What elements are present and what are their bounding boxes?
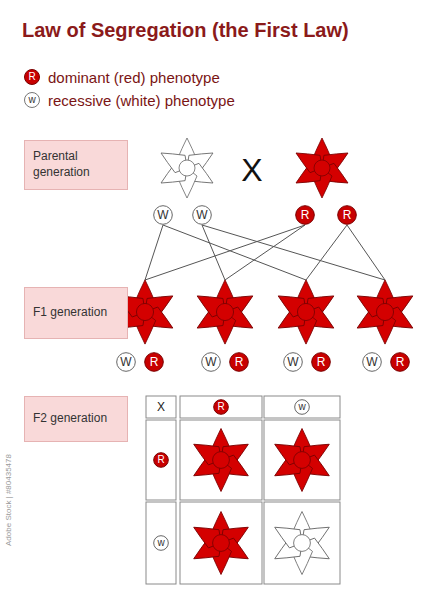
diagram-title: Law of Segregation (the First Law) <box>22 20 349 40</box>
inheritance-line <box>306 225 347 280</box>
grid-cell <box>180 502 262 584</box>
allele-circle: R <box>153 452 169 468</box>
red-flower <box>188 429 253 492</box>
allele-letter: R <box>157 455 164 465</box>
grid-cell <box>146 502 176 584</box>
allele-letter: W <box>366 356 377 368</box>
legend-text: recessive (white) phenotype <box>48 92 235 109</box>
allele-circle-shape <box>312 353 331 372</box>
allele-letter: R <box>343 209 352 221</box>
generation-box: F2 generation <box>24 396 128 442</box>
inheritance-line <box>145 225 305 280</box>
inheritance-line <box>163 225 306 280</box>
legend-letter: w <box>28 95 35 105</box>
allele-circle: w <box>294 399 310 415</box>
allele-letter: W <box>157 209 168 221</box>
allele-circle: w <box>153 535 169 551</box>
red-flower <box>352 280 418 344</box>
allele-circle-shape <box>202 353 221 372</box>
grid-cell <box>146 420 176 500</box>
legend-letter: R <box>28 72 35 82</box>
inheritance-lines <box>145 225 385 280</box>
allele-circle-shape <box>154 536 169 551</box>
inheritance-line <box>347 225 385 280</box>
grid-cell <box>264 502 340 584</box>
allele-letter: R <box>235 356 244 368</box>
allele-circle-shape <box>391 353 410 372</box>
allele-circle: R <box>229 352 249 372</box>
allele-circle: R <box>337 205 357 225</box>
grid-cell <box>264 420 340 500</box>
generation-label: F2 generation <box>33 411 107 427</box>
allele-letter: R <box>217 402 224 412</box>
allele-letter: R <box>317 356 326 368</box>
legend-row: recessive (white) phenotype <box>24 92 235 108</box>
white-flower <box>156 138 218 198</box>
allele-circle-shape <box>214 400 229 415</box>
generation-box: F1 generation <box>24 287 128 339</box>
allele-circle: W <box>362 352 382 372</box>
inheritance-line <box>202 225 385 280</box>
allele-circle-shape <box>145 353 164 372</box>
allele-circle-shape <box>284 353 303 372</box>
allele-circle-shape <box>338 206 357 225</box>
generation-label: F1 generation <box>33 305 107 321</box>
allele-circle: W <box>192 205 212 225</box>
cross-sign: X <box>157 401 165 413</box>
red-flower <box>273 280 339 344</box>
allele-circle-shape <box>154 453 169 468</box>
allele-circle: R <box>390 352 410 372</box>
allele-letter: R <box>301 209 310 221</box>
allele-letter: W <box>287 356 298 368</box>
generation-label: Parental generation <box>33 149 119 180</box>
allele-circle: W <box>153 205 173 225</box>
allele-letter: w <box>157 538 164 548</box>
watermark: Adobe Stock | #80435478 <box>5 454 13 546</box>
red-flower <box>269 429 334 492</box>
allele-circle-shape <box>363 353 382 372</box>
legend-swatch <box>25 70 40 85</box>
red-flower <box>291 138 353 198</box>
allele-circle-shape <box>154 206 173 225</box>
inheritance-line <box>225 225 305 280</box>
allele-circle: W <box>283 352 303 372</box>
red-flower <box>188 512 253 575</box>
allele-circle: R <box>295 205 315 225</box>
allele-letter: W <box>205 356 216 368</box>
allele-circle: W <box>116 352 136 372</box>
punnett-grid <box>146 396 340 584</box>
allele-circle-shape <box>296 206 315 225</box>
white-flower <box>269 512 334 575</box>
grid-cell <box>180 396 262 418</box>
grid-cell <box>146 396 176 418</box>
cross-sign: X <box>241 154 262 186</box>
allele-letter: R <box>150 356 159 368</box>
red-flower <box>192 280 258 344</box>
allele-circle: R <box>144 352 164 372</box>
allele-letter: W <box>120 356 131 368</box>
allele-letter: w <box>298 402 305 412</box>
generation-box: Parental generation <box>24 140 128 190</box>
allele-circle: R <box>311 352 331 372</box>
inheritance-line <box>202 225 225 280</box>
grid-cell <box>180 420 262 500</box>
legend-swatch <box>25 93 40 108</box>
allele-letter: R <box>396 356 405 368</box>
legend-row: dominant (red) phenotype <box>24 69 220 85</box>
allele-circle-shape <box>230 353 249 372</box>
allele-letter: W <box>196 209 207 221</box>
allele-circle: R <box>213 399 229 415</box>
grid-cell <box>264 396 340 418</box>
allele-circle-shape <box>193 206 212 225</box>
allele-circle: W <box>201 352 221 372</box>
allele-circle-shape <box>117 353 136 372</box>
legend-text: dominant (red) phenotype <box>48 69 220 86</box>
allele-circle-shape <box>295 400 310 415</box>
inheritance-line <box>145 225 163 280</box>
